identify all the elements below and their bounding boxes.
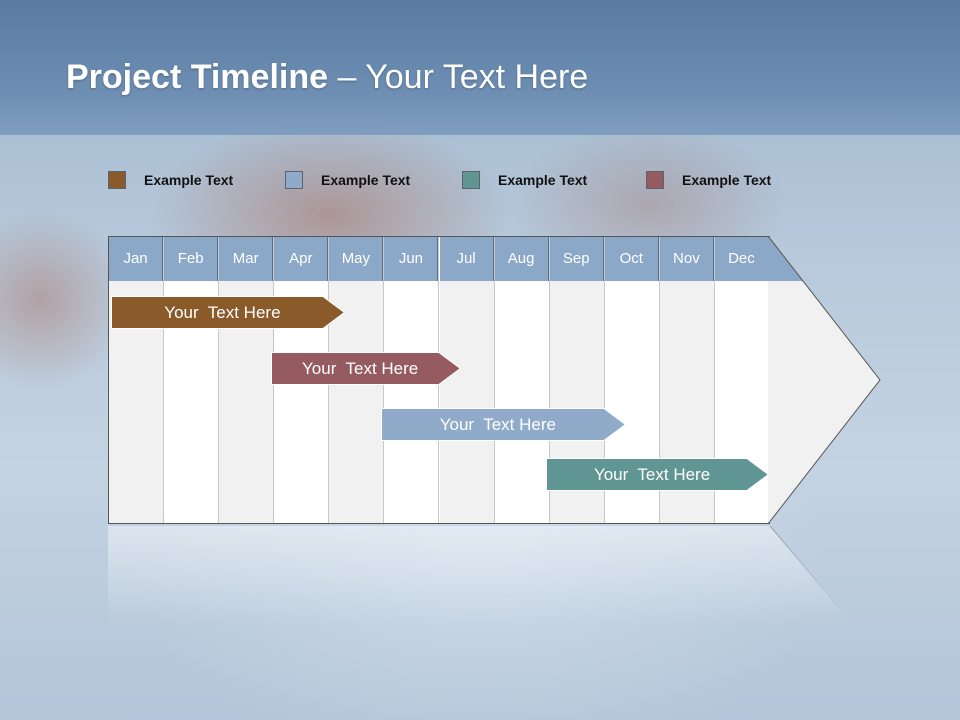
task-label-2: Your Text Here [302, 359, 419, 378]
month-column-oct: Oct [604, 237, 660, 523]
month-column-feb: Feb [164, 237, 220, 523]
task-arrow-1 [111, 296, 345, 329]
task-bar-shape-4 [546, 458, 769, 491]
month-column-dec: Dec [714, 237, 770, 523]
task-bar-shape-3 [380, 408, 626, 441]
slide-title-bold: Project Timeline [66, 58, 329, 96]
task-bar-shape-1 [111, 296, 345, 329]
timeline-arrow-head [768, 236, 881, 525]
timeline-reflection [108, 526, 848, 626]
task-bar-3: Your Text Here [380, 408, 626, 441]
task-label-1: Your Text Here [164, 303, 281, 322]
month-header-nov: Nov [659, 237, 714, 281]
task-arrow-3 [380, 408, 626, 441]
task-arrow-2 [270, 352, 461, 385]
task-bar-4: Your Text Here [546, 458, 769, 491]
month-column-mar: Mar [219, 237, 275, 523]
title-band [0, 0, 960, 135]
legend-swatch-4 [646, 171, 664, 189]
task-arrow-4 [546, 458, 769, 491]
legend-swatch-3 [462, 171, 480, 189]
legend-label-3: Example Text [498, 172, 588, 188]
month-header-aug: Aug [494, 237, 549, 281]
legend-item-3: Example Text [462, 170, 587, 190]
month-column-jul: Jul [439, 237, 495, 523]
month-header-apr: Apr [274, 237, 329, 281]
month-header-sep: Sep [549, 237, 604, 281]
month-header-jan: Jan [109, 237, 164, 281]
month-header-jun: Jun [384, 237, 439, 281]
legend-label-4: Example Text [682, 172, 772, 188]
task-bar-2: Your Text Here [270, 352, 461, 385]
legend-swatch-1 [108, 171, 126, 189]
legend-item-1: Example Text [108, 170, 233, 190]
legend-label-2: Example Text [321, 172, 411, 188]
legend-label-1: Example Text [144, 172, 234, 188]
slide-title-rest: – Your Text Here [328, 58, 589, 96]
legend-swatch-2 [285, 171, 303, 189]
month-header-may: May [329, 237, 384, 281]
month-column-aug: Aug [494, 237, 550, 523]
month-header-dec: Dec [714, 237, 769, 281]
month-header-oct: Oct [604, 237, 659, 281]
task-label-3: Your Text Here [439, 415, 556, 434]
task-bar-1: Your Text Here [111, 296, 345, 329]
slide-title: Project Timeline – Your Text Here [66, 58, 588, 97]
month-header-feb: Feb [164, 237, 219, 281]
month-column-jan: Jan [109, 237, 165, 523]
task-bar-shape-2 [270, 352, 461, 385]
month-header-mar: Mar [219, 237, 274, 281]
task-label-4: Your Text Here [593, 465, 711, 484]
legend-item-4: Example Text [646, 170, 771, 190]
month-header-jul: Jul [439, 237, 494, 281]
legend-item-2: Example Text [285, 170, 410, 190]
